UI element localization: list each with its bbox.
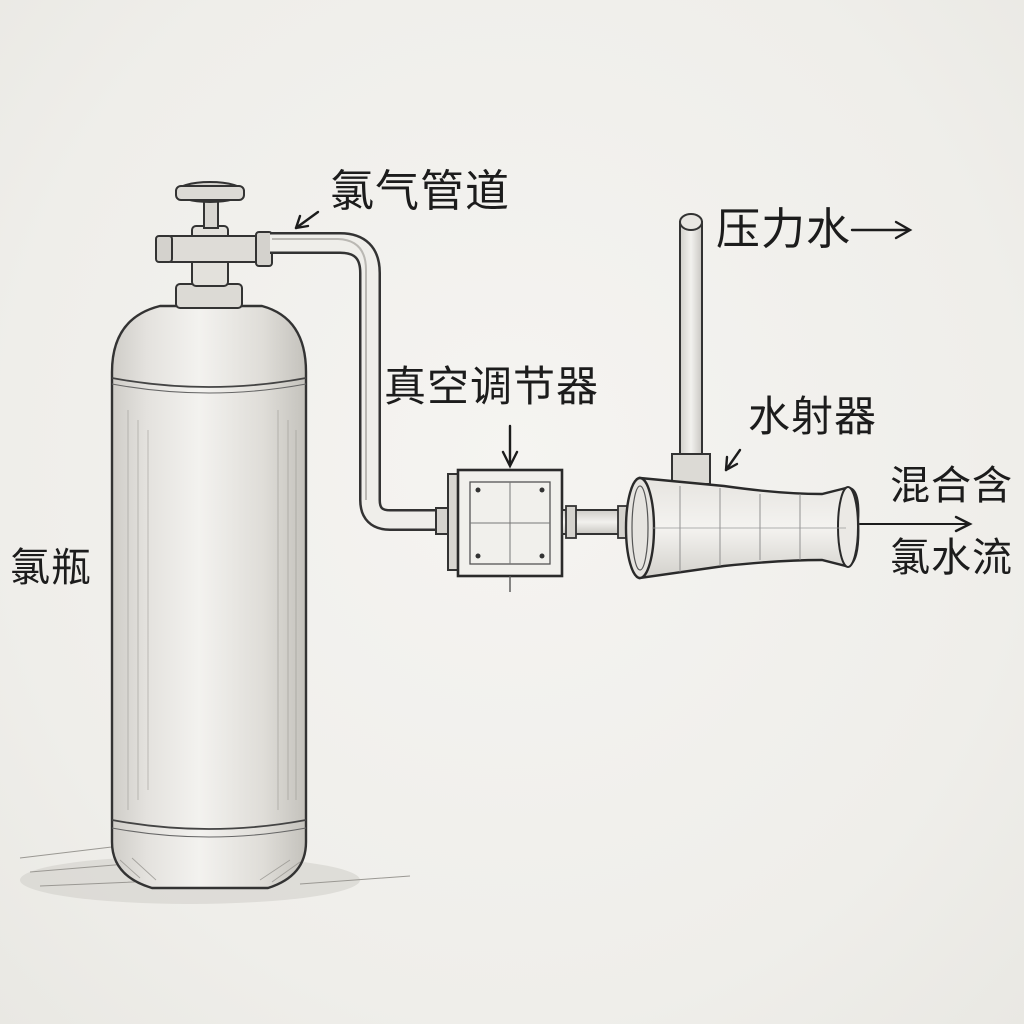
pressure-water-pipe — [671, 213, 711, 485]
chlorine-cylinder — [110, 304, 308, 890]
arrows — [294, 210, 973, 533]
arrow-to-ejector — [724, 448, 742, 472]
chlorine-pipe — [270, 232, 451, 535]
label-pressure-water: 压力水 — [716, 204, 851, 255]
label-mixed-line2: 氯水流 — [890, 535, 1013, 581]
label-chlorine-pipe: 氯气管道 — [330, 166, 510, 217]
cylinder-valve — [155, 181, 273, 309]
label-ejector: 水射器 — [748, 392, 878, 441]
label-vacuum-regulator: 真空调节器 — [384, 362, 600, 411]
arrow-to-pipe — [294, 210, 320, 230]
ejector-body — [624, 476, 860, 580]
vacuum-regulator — [447, 468, 564, 592]
connector-pipe — [561, 505, 631, 539]
label-mixed-line1: 混合含 — [890, 463, 1013, 509]
label-chlorine-cylinder: 氯瓶 — [10, 545, 92, 591]
